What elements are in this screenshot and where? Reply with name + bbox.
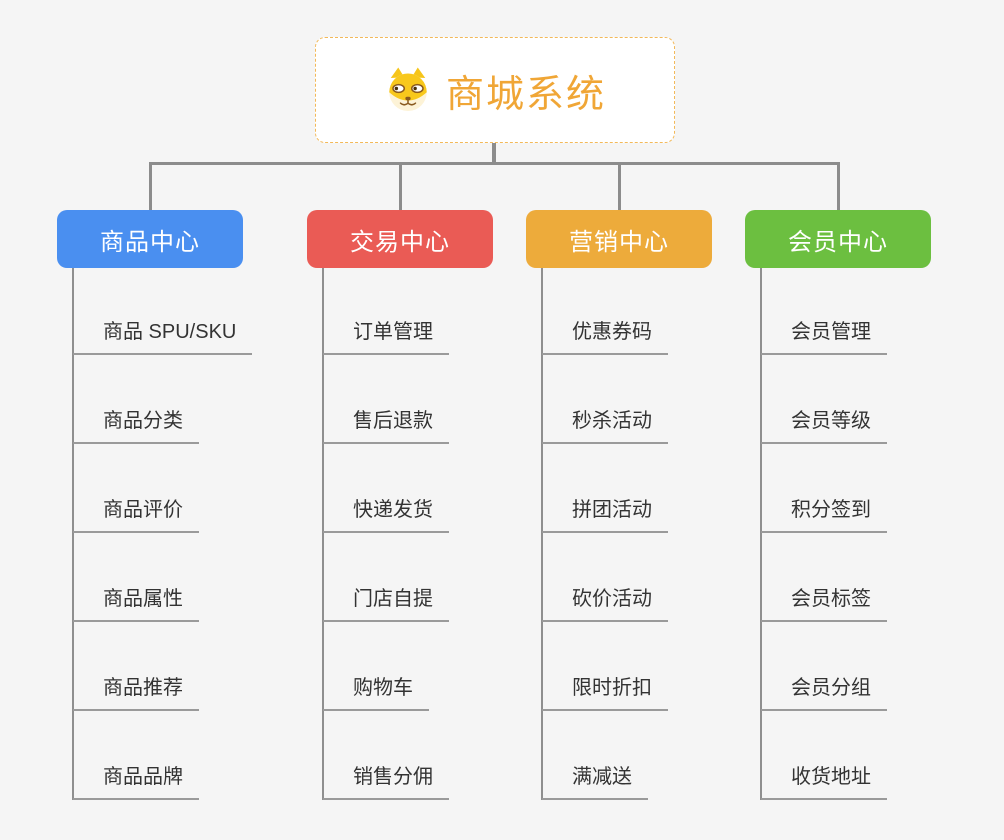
leaf-node[interactable]: 秒杀活动 xyxy=(542,408,668,444)
leaf-node[interactable]: 积分签到 xyxy=(761,497,887,533)
connector-drop-product xyxy=(148,162,152,210)
leaf-node[interactable]: 购物车 xyxy=(323,675,429,711)
connector-drop-trade xyxy=(398,162,402,210)
shiba-dog-icon xyxy=(389,67,427,111)
leaf-node[interactable]: 商品分类 xyxy=(73,408,199,444)
leaf-node[interactable]: 商品属性 xyxy=(73,586,199,622)
branch-product-center: 商品中心 商品 SPU/SKU 商品分类 商品评价 商品属性 商品推荐 商品品牌 xyxy=(57,210,253,810)
branch-header-marketing-center[interactable]: 营销中心 xyxy=(526,210,712,268)
leaf-node[interactable]: 门店自提 xyxy=(323,586,449,622)
branch-label: 交易中心 xyxy=(350,228,450,256)
branch-line xyxy=(322,268,324,800)
branch-label: 会员中心 xyxy=(788,228,888,256)
leaf-node[interactable]: 砍价活动 xyxy=(542,586,668,622)
leaf-node[interactable]: 会员等级 xyxy=(761,408,887,444)
leaf-node[interactable]: 优惠券码 xyxy=(542,319,668,355)
leaf-node[interactable]: 会员分组 xyxy=(761,675,887,711)
leaf-node[interactable]: 拼团活动 xyxy=(542,497,668,533)
leaf-node[interactable]: 销售分佣 xyxy=(323,764,449,800)
branch-label: 商品中心 xyxy=(100,228,200,256)
branch-line xyxy=(72,268,74,800)
branch-header-member-center[interactable]: 会员中心 xyxy=(745,210,931,268)
leaf-node[interactable]: 限时折扣 xyxy=(542,675,668,711)
connector-bus xyxy=(149,162,839,165)
leaf-node[interactable]: 售后退款 xyxy=(323,408,449,444)
connector-drop-member xyxy=(836,162,840,210)
branch-member-center: 会员中心 会员管理 会员等级 积分签到 会员标签 会员分组 收货地址 xyxy=(745,210,931,810)
connector-drop-marketing xyxy=(617,162,621,210)
branch-line xyxy=(760,268,762,800)
branch-header-trade-center[interactable]: 交易中心 xyxy=(307,210,493,268)
leaf-node[interactable]: 收货地址 xyxy=(761,764,887,800)
branch-trade-center: 交易中心 订单管理 售后退款 快递发货 门店自提 购物车 销售分佣 xyxy=(307,210,493,810)
leaf-node[interactable]: 会员标签 xyxy=(761,586,887,622)
root-node[interactable]: 商城系统 xyxy=(315,37,675,143)
branch-label: 营销中心 xyxy=(569,228,669,256)
branch-line xyxy=(541,268,543,800)
leaf-node[interactable]: 商品推荐 xyxy=(73,675,199,711)
root-title: 商城系统 xyxy=(445,73,606,116)
connector-root-stem xyxy=(492,143,496,164)
leaf-node[interactable]: 会员管理 xyxy=(761,319,887,355)
leaf-node[interactable]: 商品 SPU/SKU xyxy=(73,319,253,355)
leaf-node[interactable]: 订单管理 xyxy=(323,319,449,355)
leaf-node[interactable]: 商品评价 xyxy=(73,497,199,533)
branch-marketing-center: 营销中心 优惠券码 秒杀活动 拼团活动 砍价活动 限时折扣 满减送 xyxy=(526,210,712,810)
leaf-node[interactable]: 快递发货 xyxy=(323,497,449,533)
branch-header-product-center[interactable]: 商品中心 xyxy=(57,210,243,268)
leaf-node[interactable]: 商品品牌 xyxy=(73,764,199,800)
leaf-node[interactable]: 满减送 xyxy=(542,764,648,800)
